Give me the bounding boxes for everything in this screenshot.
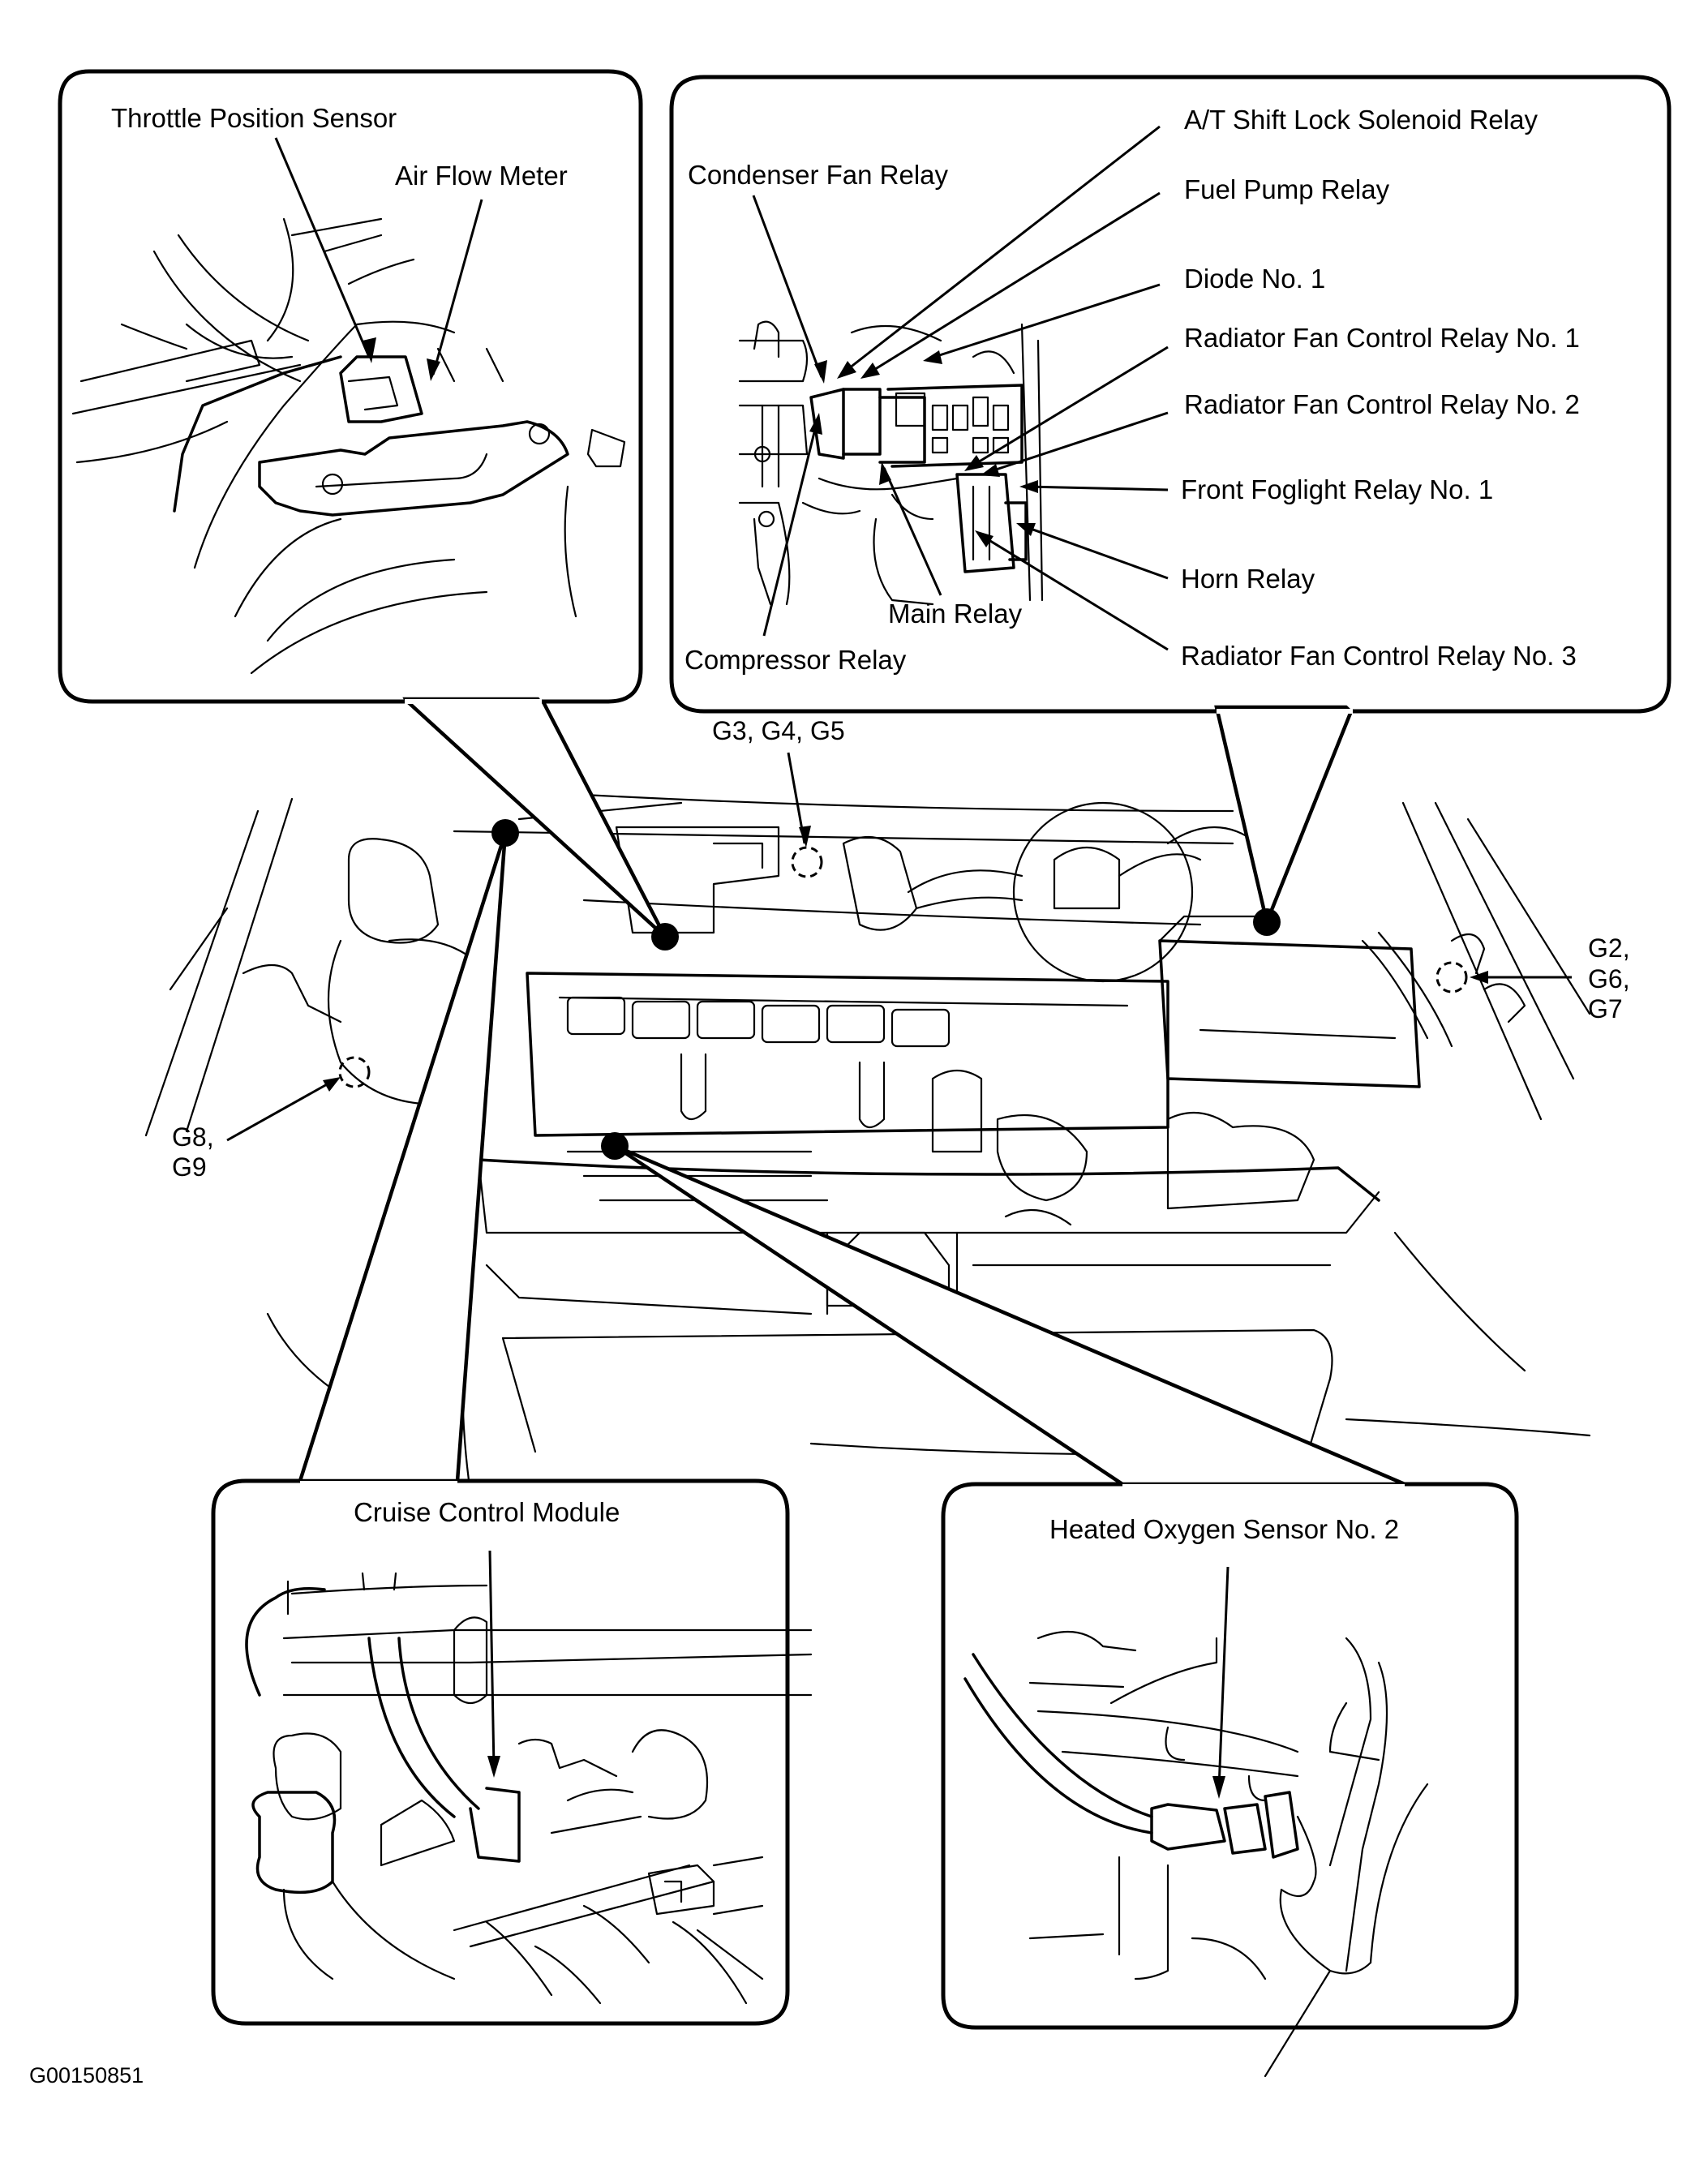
ground-label-g3-g4-g5: G3, G4, G5 <box>712 716 845 745</box>
throttle-illustration <box>71 217 626 675</box>
cruise-control-module-leader <box>488 1550 496 1769</box>
arrowhead-icon <box>860 363 880 379</box>
relay-block-panel: Condenser Fan Relay Main Relay Compresso… <box>669 75 1672 714</box>
arrowhead-icon <box>1019 480 1038 493</box>
cruise-control-module-label: Cruise Control Module <box>354 1497 620 1527</box>
throttle-position-sensor-leader <box>274 137 371 358</box>
condenser-fan-relay-label: Condenser Fan Relay <box>688 160 949 190</box>
fuel-pump-relay-label: Fuel Pump Relay <box>1184 174 1390 204</box>
relay-block-illustration <box>738 320 1044 606</box>
ground-point-marker <box>1435 961 1468 993</box>
arrowhead-icon <box>975 530 993 547</box>
arrowhead-icon <box>964 455 984 471</box>
throttle-callout-wedge <box>400 697 667 938</box>
relay-callout-wedge <box>1214 705 1356 929</box>
front-foglight-relay-label: Front Foglight Relay No. 1 <box>1181 474 1493 504</box>
main-relay-label: Main Relay <box>888 599 1023 629</box>
compressor-relay-leader <box>762 418 819 637</box>
front-foglight-relay-leader <box>1025 485 1169 491</box>
arrowhead-icon <box>837 361 856 379</box>
fuel-pump-relay-leader <box>865 191 1161 376</box>
radiator-fan-relay-3-leader <box>979 533 1169 651</box>
ground-label-g6: G6, <box>1588 964 1630 993</box>
oxygen-sensor-illustration <box>963 1630 1429 2078</box>
arrowhead-icon <box>879 461 891 485</box>
air-flow-meter-leader <box>431 199 483 375</box>
cruise-illustration <box>245 1572 813 2005</box>
radiator-fan-control-relay-1-label: Radiator Fan Control Relay No. 1 <box>1184 323 1580 353</box>
horn-relay-label: Horn Relay <box>1181 564 1315 594</box>
radiator-fan-control-relay-3-label: Radiator Fan Control Relay No. 3 <box>1181 641 1577 671</box>
relay-location-dot <box>1253 908 1281 936</box>
arrowhead-icon <box>487 1756 500 1778</box>
arrowhead-icon <box>1016 523 1036 536</box>
air-flow-meter-label: Air Flow Meter <box>395 161 568 191</box>
throttle-airflow-panel: Throttle Position Sensor Air Flow Meter <box>58 69 643 704</box>
ground-point-g8-g9: G8, G9 <box>172 1056 371 1182</box>
ground-label-g9: G9 <box>172 1152 207 1182</box>
arrowhead-icon <box>799 826 811 847</box>
cruise-callout-wedge <box>297 832 508 1483</box>
arrowhead-icon <box>427 358 440 381</box>
diode-leader <box>929 283 1161 360</box>
arrowhead-icon <box>1470 971 1488 984</box>
ground-label-g2: G2, <box>1588 933 1630 963</box>
oxygen-sensor-location-dot <box>601 1132 629 1160</box>
arrowhead-icon <box>981 464 1000 477</box>
ground-point-marker <box>338 1056 371 1088</box>
oxygen-sensor-panel: Heated Oxygen Sensor No. 2 <box>941 1482 1519 2078</box>
arrowhead-icon <box>923 350 942 364</box>
ground-point-g3-g4-g5: G3, G4, G5 <box>712 716 845 878</box>
figure-id: G00150851 <box>29 2063 144 2088</box>
radiator-fan-relay-2-leader <box>985 411 1169 474</box>
heated-oxygen-sensor-leader <box>1217 1566 1230 1789</box>
ground-point-marker <box>791 846 823 878</box>
arrowhead-icon <box>809 413 822 435</box>
radiator-fan-relay-1-leader <box>969 345 1169 469</box>
main-relay-leader <box>882 467 942 596</box>
cruise-control-panel: Cruise Control Module <box>211 1478 813 2026</box>
condenser-fan-relay-leader <box>752 195 823 378</box>
callout-wedges <box>297 697 1405 1487</box>
ground-label-g7: G7 <box>1588 994 1623 1023</box>
ground-point-g2-g6-g7: G2, G6, G7 <box>1435 933 1630 1023</box>
arrowhead-icon <box>1212 1776 1225 1799</box>
diode-no-1-label: Diode No. 1 <box>1184 264 1325 294</box>
arrowhead-icon <box>323 1077 341 1092</box>
radiator-fan-control-relay-2-label: Radiator Fan Control Relay No. 2 <box>1184 389 1580 419</box>
at-shift-lock-solenoid-relay-label: A/T Shift Lock Solenoid Relay <box>1184 105 1538 135</box>
oxygen-callout-wedge <box>613 1144 1405 1487</box>
arrowhead-icon <box>814 360 827 384</box>
arrowhead-icon <box>363 337 376 363</box>
ground-leader-line <box>226 1082 329 1142</box>
throttle-location-dot <box>651 923 679 950</box>
compressor-relay-label: Compressor Relay <box>684 645 907 675</box>
cruise-location-dot <box>491 819 519 847</box>
at-shift-lock-leader <box>841 125 1161 375</box>
throttle-position-sensor-label: Throttle Position Sensor <box>111 103 397 133</box>
engine-bay-illustration <box>144 793 1591 1494</box>
ground-label-g8: G8, <box>172 1122 214 1152</box>
horn-relay-leader <box>1021 524 1169 580</box>
heated-oxygen-sensor-label: Heated Oxygen Sensor No. 2 <box>1049 1514 1399 1544</box>
